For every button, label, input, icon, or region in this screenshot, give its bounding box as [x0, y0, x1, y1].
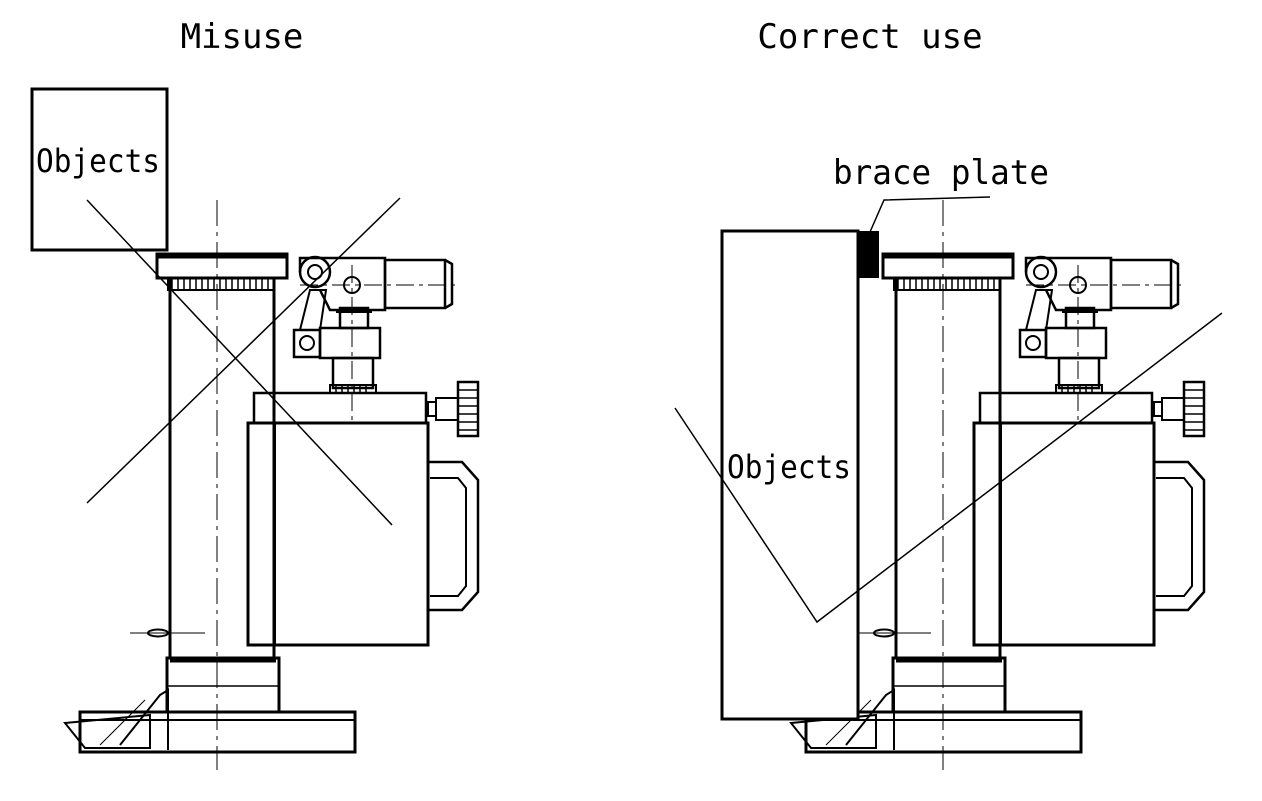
correct-use-panel: Correct use Objects brace plate: [674, 17, 1223, 772]
misuse-caption: Misuse: [181, 17, 304, 57]
jack-misuse: [63, 198, 480, 772]
correct-use-caption: Correct use: [757, 17, 982, 57]
brace-plate-label: brace plate: [833, 153, 1049, 193]
misuse-object-label: Objects: [36, 142, 160, 180]
correct-check-mark: [674, 312, 1223, 624]
brace-plate: [858, 231, 879, 278]
misuse-cross-mark: [86, 197, 401, 526]
misuse-object-box: [30, 87, 169, 252]
brace-plate-leader: [869, 196, 991, 233]
misuse-panel: Misuse Objects: [30, 17, 480, 772]
correct-object-label: Objects: [727, 448, 851, 486]
correct-object-box: [720, 229, 860, 721]
